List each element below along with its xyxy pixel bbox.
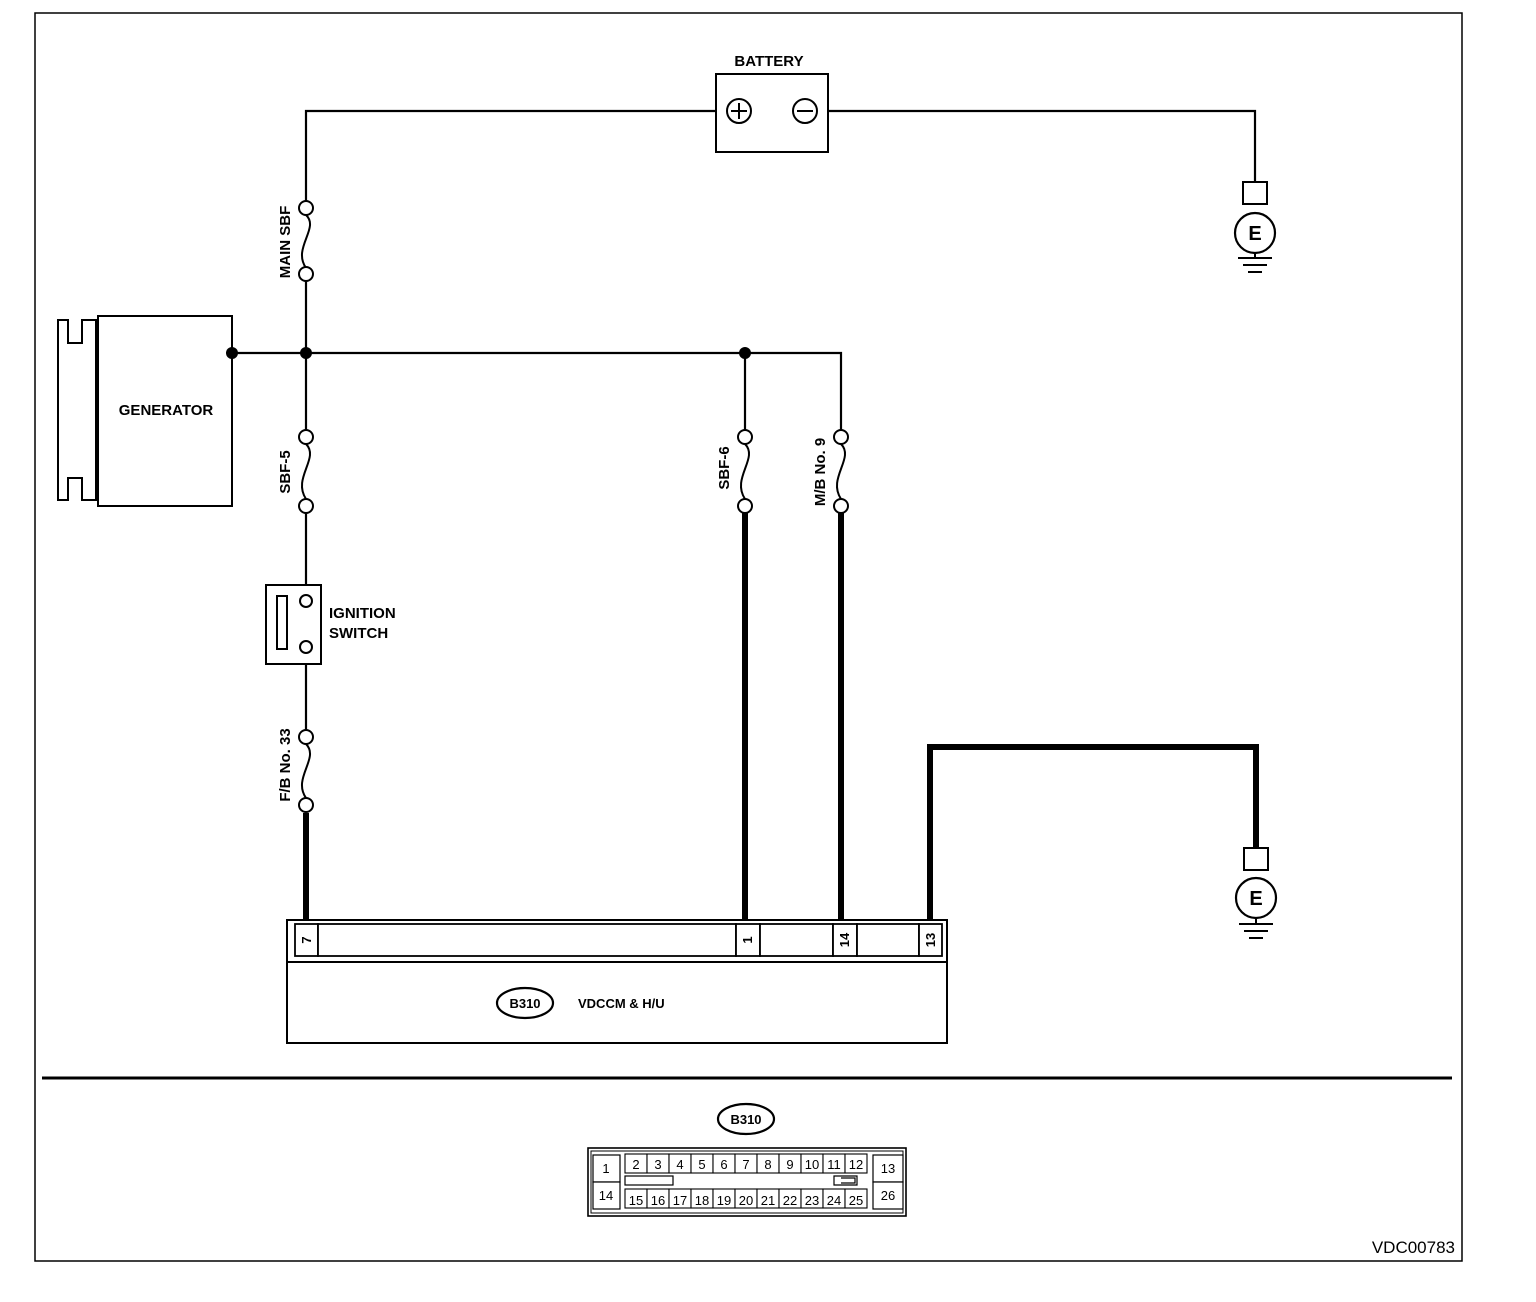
connector-bottom-cavity-label: 18 [695, 1193, 709, 1208]
control-unit-label: VDCCM & H/U [578, 996, 665, 1011]
fuse-main-sbf: MAIN SBF [277, 200, 314, 282]
connector-bottom-row: 15 16 17 18 19 20 21 22 23 24 25 [624, 1188, 868, 1209]
fuse-mb9: M/B No. 9 [812, 429, 849, 514]
connector-bottom-cavity-label: 19 [717, 1193, 731, 1208]
connector-top-cavity-label: 8 [764, 1157, 771, 1172]
ignition-switch-label-line1: IGNITION [329, 605, 396, 622]
control-unit-vdccm: 7 1 14 13 B310 VDCCM & H/U [286, 919, 948, 1044]
connector-top-cavity [844, 1153, 868, 1174]
connector-top-cavity-label: 10 [805, 1157, 819, 1172]
connector-top-cavity-label: 5 [698, 1157, 705, 1172]
connector-top-cavity-label: 2 [632, 1157, 639, 1172]
wire-terminal-13 [927, 744, 1259, 920]
generator: GENERATOR [57, 315, 233, 507]
terminal-14-label: 14 [837, 932, 852, 947]
terminal-7-label: 7 [299, 936, 314, 943]
connector-top-cavity-label: 7 [742, 1157, 749, 1172]
fuse-sbf5-label: SBF-5 [277, 450, 294, 493]
fuse-main-sbf-label: MAIN SBF [277, 206, 294, 279]
connector-badge-b310: B310 [509, 996, 540, 1011]
svg-text:13: 13 [881, 1161, 895, 1176]
connector-bottom-cavity-label: 15 [629, 1193, 643, 1208]
connector-bottom-cavity-label: 25 [849, 1193, 863, 1208]
svg-text:14: 14 [599, 1188, 613, 1203]
connector-top-cavity-label: 12 [849, 1157, 863, 1172]
connector-bottom-cavity-label: 24 [827, 1193, 841, 1208]
connector-top-cavity-label: 3 [654, 1157, 661, 1172]
svg-text:E: E [1248, 223, 1261, 245]
svg-text:E: E [1249, 888, 1262, 910]
fuse-sbf6-label: SBF-6 [716, 446, 733, 489]
ground-symbol-bottom: E [1234, 847, 1278, 939]
svg-text:1: 1 [602, 1161, 609, 1176]
fuse-mb9-label: M/B No. 9 [812, 438, 829, 506]
connector-bottom-cavity-label: 20 [739, 1193, 753, 1208]
ground-symbol-top: E [1233, 181, 1277, 273]
generator-label: GENERATOR [119, 402, 214, 419]
connector-bottom-cavity [844, 1188, 868, 1209]
terminal-13-label: 13 [923, 933, 938, 947]
diagram-frame [34, 12, 1463, 1262]
connector-bottom-cavity-label: 22 [783, 1193, 797, 1208]
figure-code: VDC00783 [1372, 1238, 1455, 1257]
ignition-switch: IGNITION SWITCH [265, 584, 396, 665]
connector-top-cavity-label: 4 [676, 1157, 683, 1172]
battery-label: BATTERY [734, 53, 803, 70]
connector-top-cavity-label: 11 [827, 1157, 841, 1172]
battery-negative-wire [828, 109, 1257, 182]
svg-text:26: 26 [881, 1188, 895, 1203]
ignition-switch-label-line2: SWITCH [329, 625, 388, 642]
fuse-sbf6: SBF-6 [716, 429, 753, 514]
connector-bottom-cavity-label: 23 [805, 1193, 819, 1208]
junction-generator [226, 347, 238, 359]
connector-top-cavity-label: 6 [720, 1157, 727, 1172]
power-bus-wire [232, 351, 843, 430]
fuse-fb33: F/B No. 33 [277, 728, 314, 813]
fuse-sbf5: SBF-5 [277, 429, 314, 514]
terminal-1-label: 1 [740, 936, 755, 943]
fuse-fb33-label: F/B No. 33 [277, 728, 294, 801]
connector-bottom-cavity-label: 16 [651, 1193, 665, 1208]
connector-face-code: B310 [730, 1112, 761, 1127]
connector-bottom-cavity-label: 21 [761, 1193, 775, 1208]
connector-bottom-cavity-label: 17 [673, 1193, 687, 1208]
battery: BATTERY [715, 53, 829, 153]
battery-positive-wire [304, 109, 716, 203]
connector-top-cavity-label: 9 [786, 1157, 793, 1172]
